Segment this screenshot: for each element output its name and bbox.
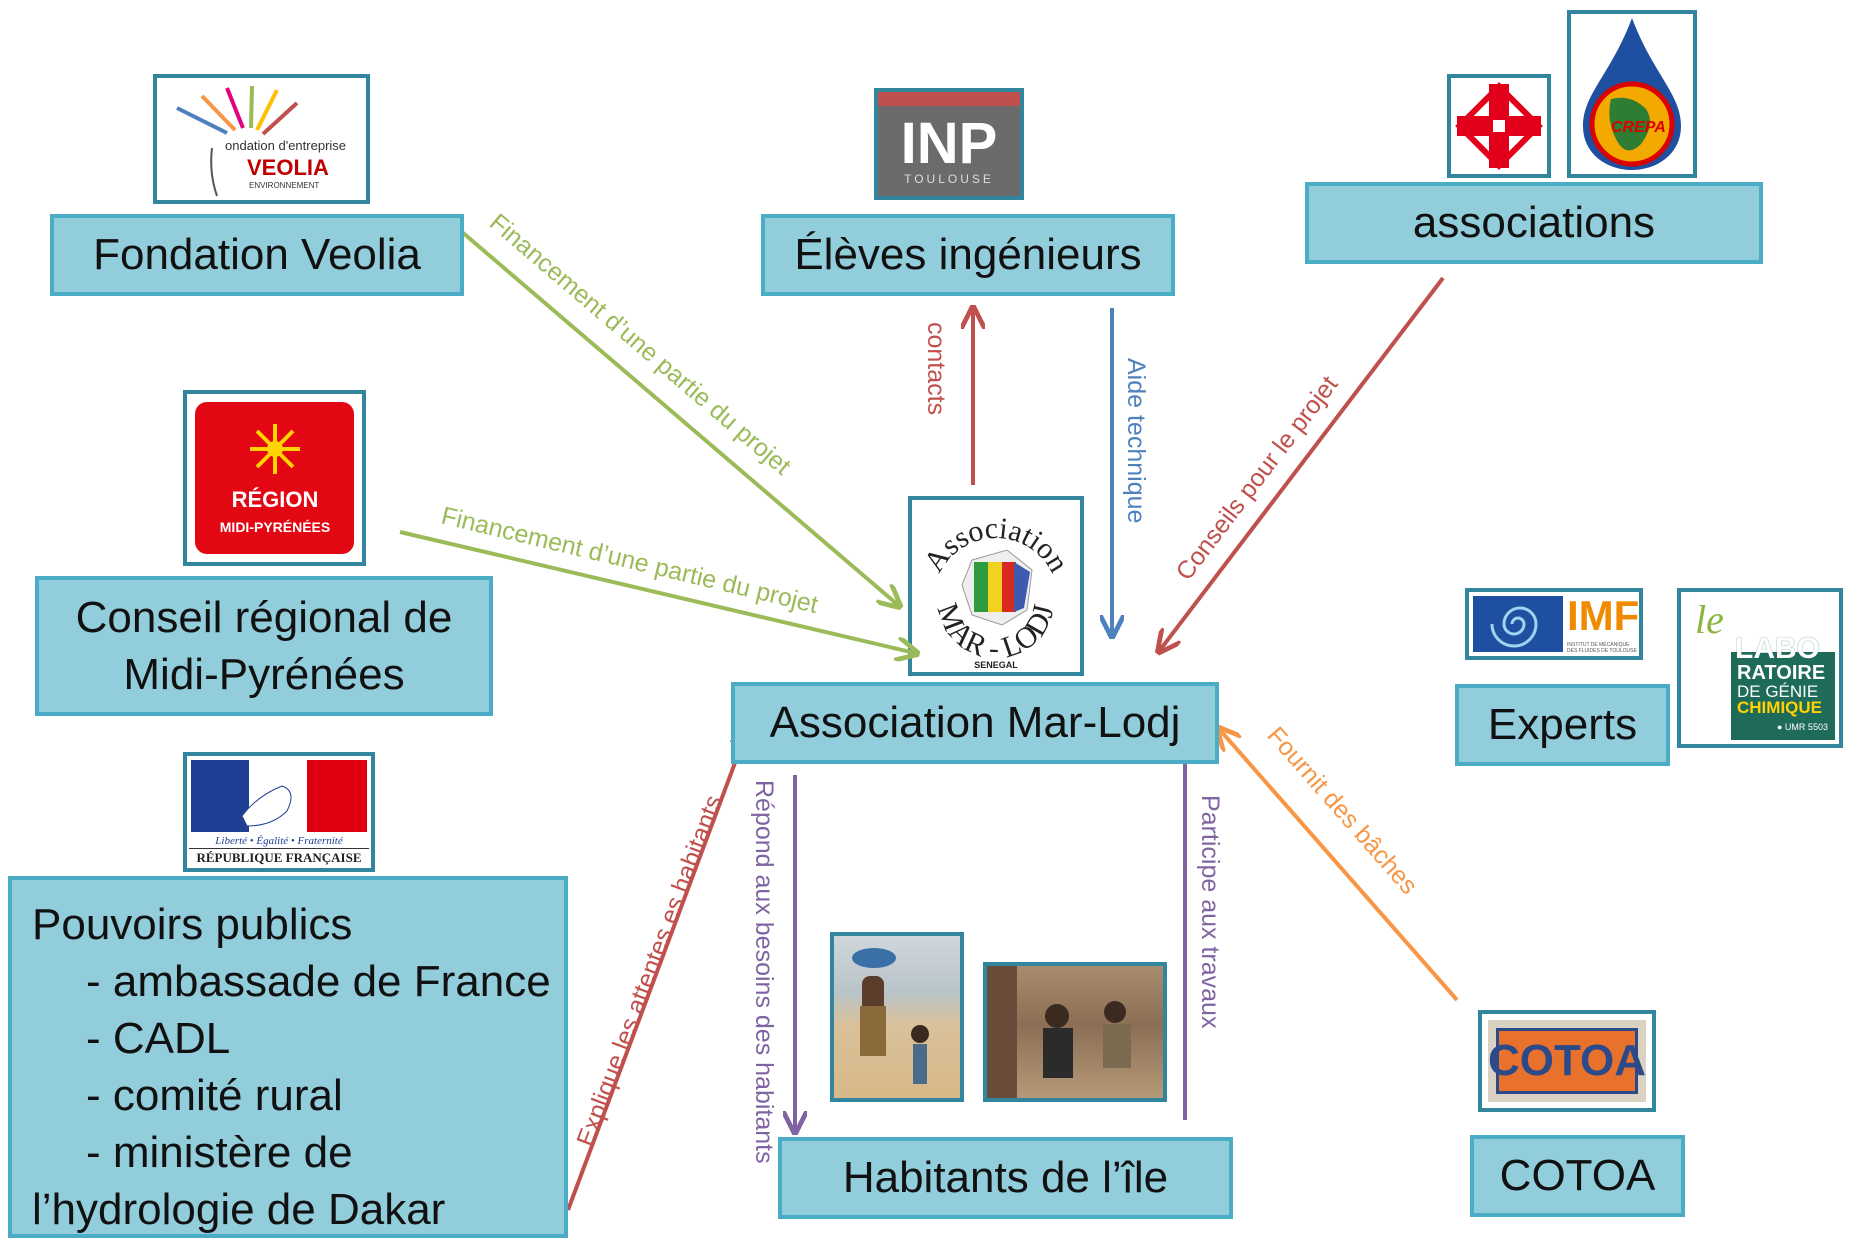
region-logo: RÉGION MIDI-PYRÉNÉES <box>183 390 366 566</box>
label-repond-besoins: Répond aux besoins des habitants <box>750 780 778 1164</box>
arrow-conseil-financement <box>399 530 915 653</box>
label-conseil-financement: Financement d’une partie du projet <box>439 502 821 619</box>
marlodj-graphic: Association MAR - LODJ SENEGAL <box>917 512 1075 670</box>
photo-villagers-seated <box>983 962 1167 1102</box>
label-explique-attentes: Explique les attentes es habitants <box>571 791 728 1150</box>
node-eleves-ingenieurs-label: Élèves ingénieurs <box>794 230 1142 280</box>
arrow-fournit-baches <box>1220 730 1459 1002</box>
inp-sub-text: TOULOUSE <box>904 172 994 186</box>
veolia-small-text: ondation d'entreprise <box>225 138 346 153</box>
node-pouvoirs-publics: Pouvoirs publics - ambassade de France -… <box>8 876 568 1238</box>
lgc-umr-text: ● UMR 5503 <box>1777 722 1828 732</box>
spiral-icon <box>1490 606 1538 648</box>
marianne-graphic: Liberté • Égalité • Fraternité RÉPUBLIQU… <box>189 760 369 865</box>
label-veolia-financement: Financement d’une partie du projet <box>484 208 796 480</box>
cotoa-logo-text: COTOA <box>1487 1036 1647 1085</box>
arrow-explique-attentes <box>566 728 748 1211</box>
node-conseil-regional-line1: Conseil régional de <box>75 592 453 642</box>
node-habitants-label: Habitants de l’île <box>842 1153 1169 1203</box>
node-associations: associations <box>1305 182 1763 264</box>
node-association-marlodj: Association Mar-Lodj <box>731 682 1219 764</box>
inp-logo: INP TOULOUSE <box>874 88 1024 200</box>
people-silhouettes <box>852 948 929 1084</box>
imft-logo: IMFT INSTITUT DE MÉCANIQUE DES FLUIDES D… <box>1465 588 1643 660</box>
seated-people <box>987 966 1131 1098</box>
lgc-ratoire-text: RATOIRE <box>1737 662 1826 684</box>
region-text: RÉGION <box>232 487 319 512</box>
node-cotoa-label: COTOA <box>1499 1151 1656 1201</box>
node-experts-label: Experts <box>1487 700 1638 750</box>
pouvoirs-item: - ambassade de France <box>86 957 551 1006</box>
caritas-logo <box>1447 74 1551 178</box>
lgc-chimique-text: CHIMIQUE <box>1737 698 1822 717</box>
label-aide-technique: Aide technique <box>1122 358 1150 523</box>
crepa-drop-graphic: CREPA <box>1583 18 1681 170</box>
lgc-genie-text: DE GÉNIE <box>1737 682 1819 701</box>
label-fournit-baches: Fournit des bâches <box>1261 721 1422 899</box>
inp-text: INP <box>900 111 998 176</box>
veolia-brand-text: VEOLIA <box>247 155 329 180</box>
veolia-sub-text: ENVIRONNEMENT <box>249 181 319 190</box>
label-participe-travaux: Participe aux travaux <box>1196 795 1224 1029</box>
imft-text: IMFT <box>1567 592 1640 639</box>
lgc-logo: le LABO RATOIRE DE GÉNIE CHIMIQUE ● UMR … <box>1677 588 1843 748</box>
veolia-logo-graphic: ondation d'entreprise VEOLIA ENVIRONNEME… <box>176 85 346 197</box>
caritas-cross-icon <box>1455 82 1543 170</box>
label-contacts: contacts <box>922 322 950 415</box>
lgc-labo-text: LABO <box>1735 632 1820 665</box>
label-conseils-projet: Conseils pour le projet <box>1170 371 1343 586</box>
rf-motto-text: Liberté • Égalité • Fraternité <box>214 835 344 847</box>
node-association-marlodj-label: Association Mar-Lodj <box>769 698 1181 748</box>
imft-sub-text: INSTITUT DE MÉCANIQUE DES FLUIDES DE TOU… <box>1567 642 1637 654</box>
node-cotoa: COTOA <box>1470 1135 1685 1217</box>
crepa-logo: CREPA <box>1567 10 1697 178</box>
marlodj-logo: Association MAR - LODJ SENEGAL <box>908 496 1084 676</box>
occitan-cross-icon: RÉGION MIDI-PYRÉNÉES <box>220 424 330 535</box>
node-experts: Experts <box>1455 684 1670 766</box>
pouvoirs-item: - ministère de <box>86 1128 353 1177</box>
arrow-conseils-projet <box>1160 276 1445 650</box>
senegal-text: SENEGAL <box>974 660 1018 670</box>
photo-women-carrying-water <box>830 932 964 1102</box>
node-conseil-regional: Conseil régional de Midi-Pyrénées <box>35 576 493 716</box>
rf-logo: Liberté • Égalité • Fraternité RÉPUBLIQU… <box>183 752 375 872</box>
crepa-text: CREPA <box>1611 119 1666 136</box>
region-sub-text: MIDI-PYRÉNÉES <box>220 519 330 535</box>
pouvoirs-item: - CADL <box>86 1014 231 1063</box>
node-fondation-veolia-label: Fondation Veolia <box>93 230 421 280</box>
pouvoirs-last-line: l’hydrologie de Dakar <box>32 1185 446 1234</box>
node-conseil-regional-line2: Midi-Pyrénées <box>123 650 405 699</box>
veolia-logo: ondation d'entreprise VEOLIA ENVIRONNEME… <box>153 74 370 204</box>
node-habitants: Habitants de l’île <box>778 1137 1233 1219</box>
node-associations-label: associations <box>1412 198 1656 248</box>
node-fondation-veolia: Fondation Veolia <box>50 214 464 296</box>
pouvoirs-title: Pouvoirs publics <box>32 900 353 949</box>
rf-name-text: RÉPUBLIQUE FRANÇAISE <box>196 850 361 865</box>
cotoa-logo: COTOA <box>1478 1010 1656 1112</box>
arrow-veolia-financement <box>460 230 898 605</box>
pouvoirs-item: - comité rural <box>86 1071 343 1120</box>
lgc-le-text: le <box>1695 597 1724 642</box>
node-eleves-ingenieurs: Élèves ingénieurs <box>761 214 1175 296</box>
